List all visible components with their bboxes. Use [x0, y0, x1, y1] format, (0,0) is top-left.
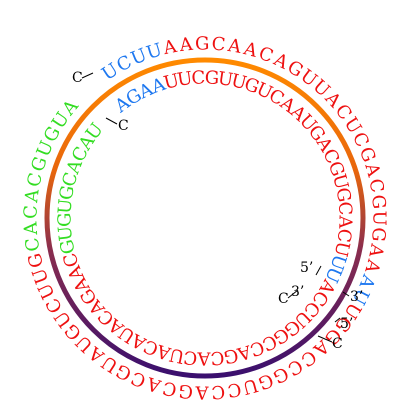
nucleotide: C — [333, 227, 356, 243]
nucleotide: U — [369, 211, 390, 226]
right-link-label: C — [332, 336, 343, 352]
nucleotide: U — [144, 39, 165, 64]
nucleotide: U — [240, 374, 260, 398]
nucleotide: A — [177, 34, 194, 57]
nucleotide: C — [59, 250, 83, 269]
nucleotide: G — [241, 74, 262, 99]
nucleotide: U — [216, 68, 234, 91]
nucleotide: C — [23, 171, 47, 189]
nucleotide: C — [22, 236, 45, 253]
nucleotide: A — [241, 38, 261, 62]
nucleotide: G — [255, 369, 276, 394]
nucleotide: U — [328, 172, 352, 192]
nucleotide: A — [161, 36, 180, 60]
backbone-ring — [44, 57, 366, 379]
nucleotide: C — [364, 177, 387, 194]
nucleotide: G — [222, 344, 240, 367]
nucleotide: G — [24, 251, 48, 270]
nucleotide: C — [210, 346, 226, 368]
nucleotide: G — [332, 186, 355, 204]
inner-link-line — [105, 117, 118, 125]
nucleotide: A — [225, 35, 243, 58]
nucleotide: G — [324, 158, 349, 179]
top-link: C — [72, 70, 94, 86]
nucleotide: U — [162, 70, 182, 94]
nucleotide: G — [367, 194, 389, 210]
inner-strand: AGAAUUCGUUGUCAAUGACGUGCACUUUACCUGGCCAGCA… — [54, 67, 355, 368]
inner-link: C — [105, 117, 129, 134]
nucleotide: A — [364, 241, 387, 260]
nucleotide: U — [128, 44, 150, 69]
nucleotide: C — [334, 201, 356, 216]
nucleotide: U — [229, 70, 249, 94]
nucleotide: C — [58, 170, 82, 189]
nucleotide: G — [355, 144, 380, 165]
nucleotide: G — [27, 154, 51, 174]
nucleotide: C — [226, 378, 243, 401]
nucleotide: A — [20, 220, 42, 236]
right-link-line — [317, 335, 333, 343]
right-strand-ends: 5’ 3’ 5’ 3’ C C — [278, 260, 363, 352]
nucleotide: C — [211, 34, 226, 56]
nucleotide: C — [182, 346, 198, 368]
nucleotide: C — [256, 43, 276, 67]
inner-link-label: C — [118, 118, 129, 134]
nucleotide: G — [367, 226, 389, 242]
nucleotide: U — [176, 68, 194, 91]
inner-5prime-label: 5’ — [300, 260, 313, 276]
nucleotide: A — [196, 347, 211, 368]
outer-3prime-label: 3’ — [350, 289, 363, 305]
nucleotide: C — [191, 67, 206, 89]
nucleotide: U — [167, 343, 186, 367]
nucleotide: A — [194, 381, 209, 402]
nucleotide: G — [56, 237, 80, 255]
nucleotide: C — [20, 205, 41, 219]
nucleotide: G — [204, 67, 219, 89]
nucleotide: G — [195, 33, 210, 54]
left-link-line — [287, 289, 299, 299]
nucleotide: U — [55, 225, 78, 242]
outer-5prime-label: 5’ — [340, 316, 353, 332]
nucleotide: C — [211, 381, 226, 403]
nucleotide: G — [54, 212, 75, 227]
nucleotide: U — [326, 252, 351, 273]
nucleotide: U — [28, 265, 53, 286]
nucleotide: U — [330, 239, 354, 258]
nucleotide: G — [56, 184, 79, 202]
top-link-line — [81, 72, 94, 79]
nucleotide: A — [334, 214, 355, 230]
inner-3prime-label: 3’ — [291, 284, 304, 300]
nucleotide: U — [54, 198, 76, 215]
right-end-tick-1 — [315, 265, 322, 276]
nucleotide: A — [21, 187, 44, 205]
nucleotide: C — [161, 377, 179, 400]
left-link-label: C — [278, 291, 289, 307]
right-end-tick-2 — [342, 291, 350, 297]
right-end-tick-3 — [334, 317, 341, 323]
top-link-label: C — [72, 70, 83, 86]
nucleotide: G — [177, 380, 194, 402]
